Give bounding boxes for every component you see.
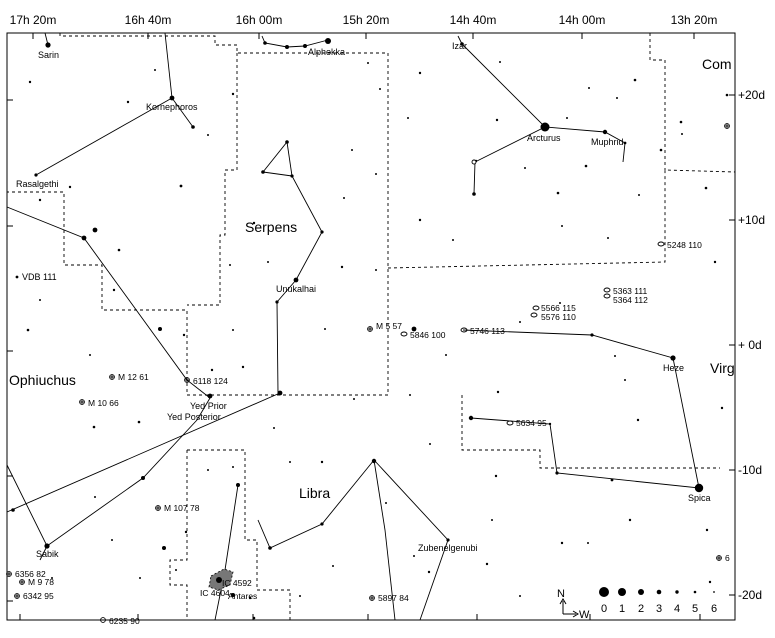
compass-north-label: N [557,588,565,600]
dec-labels: +20d +10d + 0d -10d -20d [738,88,765,602]
star-label-zubenelgenubi: Zubenelgenubi [418,543,478,553]
dso-label: 5566 115 [541,303,576,313]
ra-ticks [19,33,701,620]
dso-label: 5576 110 [541,312,576,322]
dec-label: +20d [738,88,765,102]
dso-label: 5897 84 [378,593,409,603]
star-label-vdb: VDB 111 [22,272,57,282]
ra-label: 16h 00m [236,13,283,27]
star-label-heze: Heze [663,363,684,373]
constellation-boundaries [7,33,736,620]
ra-label: 13h 20m [671,13,718,27]
star-label-sarin: Sarin [38,50,59,60]
dec-ticks [7,94,735,602]
stars [11,38,729,620]
dso-label: IC 4592 [222,578,252,588]
constellation-virgo: Virg [710,360,735,376]
star-label-rasalgethi: Rasalgethi [16,179,59,189]
ra-labels: 17h 20m 16h 40m 16h 00m 15h 20m 14h 40m … [10,13,718,27]
dec-label: -10d [738,463,762,477]
star-label-muphrid: Muphrid [591,137,624,147]
star-label-alphekka: Alphekka [308,47,345,57]
dec-label: + 0d [738,338,762,352]
constellation-serpens: Serpens [245,219,297,235]
compass-west-label: W [579,609,590,621]
dso-label: 6 [725,553,730,563]
ra-label: 14h 40m [450,13,497,27]
ra-label: 15h 20m [343,13,390,27]
star-label-spica: Spica [688,493,711,503]
star-label-sabik: Sabik [36,549,59,559]
constellation-ophiuchus: Ophiuchus [9,372,76,388]
magnitude-label: 6 [711,603,717,615]
dso-label: 6356 82 [15,569,46,579]
dso-label: 6342 95 [23,591,54,601]
magnitude-label: 3 [656,603,662,615]
dec-label: +10d [738,213,765,227]
dso-label: 5364 112 [613,295,648,305]
magnitude-label: 1 [619,603,625,615]
star-label-izar: Izar [452,41,467,51]
deep-sky-symbols [6,123,730,623]
ra-label: 16h 40m [125,13,172,27]
dso-label: 6118 124 [193,376,228,386]
star-label-yed-posterior: Yed Posterior [167,412,221,422]
constellation-com: Com [702,56,732,72]
magnitude-label: 4 [674,603,680,615]
dso-label: IC 4604 [200,588,230,598]
magnitude-label: 5 [692,603,698,615]
nebula-patch [208,568,235,597]
dso-label: M 12 61 [118,372,149,382]
star-label-yed-prior: Yed Prior [190,401,227,411]
dec-label: -20d [738,588,762,602]
dso-label: 5846 100 [410,330,446,340]
dso-label: 5363 111 [613,286,647,296]
star-label-kornephoros: Kornephoros [146,102,198,112]
star-label-arcturus: Arcturus [527,133,561,143]
magnitude-legend [599,587,715,597]
dso-label: 5634 95 [516,418,547,428]
dso-label: 5248 110 [667,240,702,250]
ra-label: 14h 00m [559,13,606,27]
dso-label: M 5 57 [376,321,402,331]
constellation-libra: Libra [299,485,330,501]
dso-label: M 10 66 [88,398,119,408]
star-label-unukalhai: Unukalhai [276,284,316,294]
dso-label: M 107 78 [164,503,200,513]
dso-label: 5746 113 [470,326,505,336]
compass-icon [559,598,579,618]
dso-label: 6235 90 [109,616,140,626]
dso-label: Antares [228,591,257,601]
ra-label: 17h 20m [10,13,57,27]
dso-label: M 9 78 [28,577,54,587]
magnitude-label: 2 [638,603,644,615]
magnitude-label: 0 [601,603,607,615]
